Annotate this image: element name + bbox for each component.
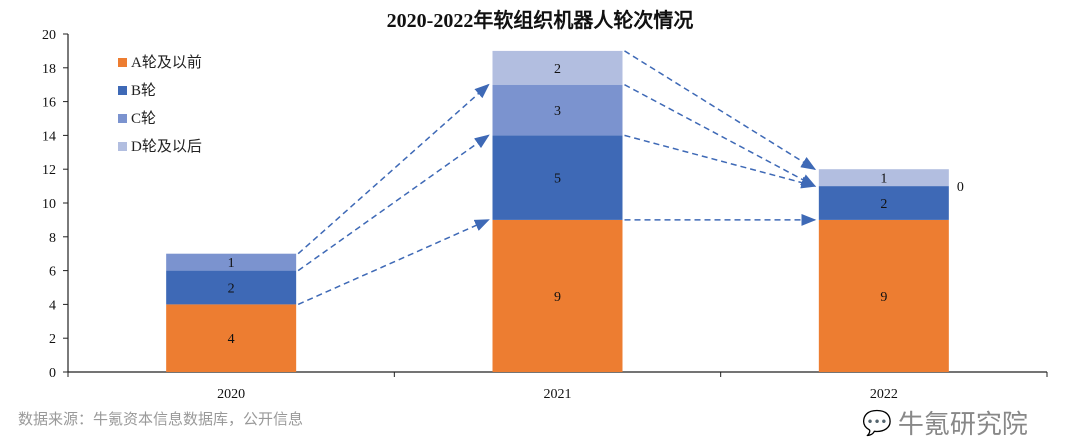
y-tick-label: 4 bbox=[49, 298, 56, 313]
y-tick-label: 12 bbox=[42, 163, 56, 178]
data-label: 4 bbox=[228, 332, 235, 347]
bar-segment bbox=[492, 50, 623, 85]
legend-label: A轮及以前 bbox=[131, 54, 202, 71]
legend-label: B轮 bbox=[131, 82, 156, 99]
data-label: 3 bbox=[554, 104, 561, 119]
data-label: 2 bbox=[554, 62, 561, 77]
data-label: 9 bbox=[554, 290, 561, 305]
legend-label: D轮及以后 bbox=[131, 138, 202, 155]
y-tick-label: 20 bbox=[42, 28, 56, 43]
y-tick-label: 6 bbox=[49, 265, 56, 280]
bar-segment bbox=[818, 219, 949, 372]
transition-arrow bbox=[297, 83, 490, 255]
legend-label: C轮 bbox=[131, 110, 156, 127]
transition-arrow bbox=[624, 50, 817, 170]
bar-segment bbox=[492, 84, 623, 136]
y-tick-label: 2 bbox=[49, 332, 56, 347]
x-tick-label: 2022 bbox=[870, 387, 898, 402]
transition-arrow bbox=[297, 134, 490, 272]
y-tick-label: 14 bbox=[42, 129, 56, 144]
bar-segment bbox=[166, 270, 297, 305]
y-tick-label: 10 bbox=[42, 197, 56, 212]
legend-swatch bbox=[118, 86, 127, 95]
source-note: 数据来源：牛氪资本信息数据库，公开信息 bbox=[18, 410, 304, 428]
bar-segment bbox=[166, 304, 297, 372]
watermark-text: 牛氪研究院 bbox=[897, 410, 1028, 440]
transition-arrow bbox=[297, 219, 490, 306]
data-label: 1 bbox=[228, 256, 235, 271]
chart-title: 2020-2022年软组织机器人轮次情况 bbox=[386, 10, 694, 32]
x-tick-label: 2021 bbox=[544, 387, 572, 402]
y-tick-label: 8 bbox=[49, 231, 56, 246]
wechat-icon: 💬 bbox=[862, 408, 892, 437]
bar-segment bbox=[818, 186, 949, 220]
x-tick-label: 2020 bbox=[217, 387, 245, 402]
bar-segment bbox=[818, 169, 949, 187]
bar-segment bbox=[166, 253, 297, 271]
data-label: 1 bbox=[880, 172, 887, 187]
y-tick-label: 0 bbox=[49, 366, 56, 381]
legend-swatch bbox=[118, 58, 127, 67]
legend-swatch bbox=[118, 142, 127, 151]
data-label: 2 bbox=[228, 282, 235, 297]
data-label: 9 bbox=[880, 290, 887, 305]
bar-segment bbox=[492, 135, 623, 220]
y-tick-label: 18 bbox=[42, 62, 56, 77]
bar-segment bbox=[492, 219, 623, 372]
data-label: 5 bbox=[554, 172, 561, 187]
watermark: 💬牛氪研究院 bbox=[862, 404, 1028, 440]
data-label: 2 bbox=[880, 197, 887, 212]
transition-arrow bbox=[624, 134, 817, 189]
data-label: 0 bbox=[957, 180, 964, 195]
transition-arrow bbox=[624, 84, 817, 187]
legend-swatch bbox=[118, 114, 127, 123]
y-tick-label: 16 bbox=[42, 96, 56, 111]
